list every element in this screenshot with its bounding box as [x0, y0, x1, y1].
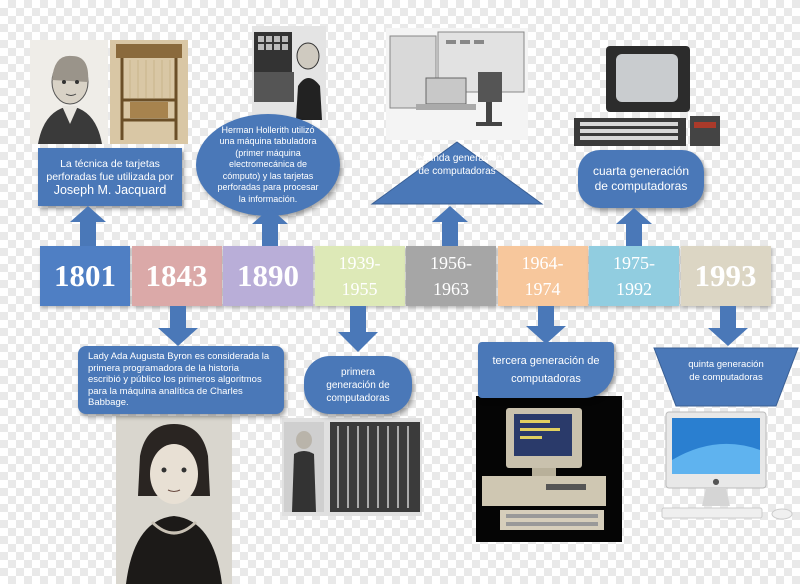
first-generation-image — [282, 418, 422, 516]
second-generation-triangle — [370, 141, 544, 205]
svg-text:●: ● — [713, 477, 720, 486]
timeline-year-6: 1964- 1974 — [497, 246, 588, 306]
third-generation-image — [476, 396, 622, 542]
arrow-up-1956 — [432, 206, 468, 246]
timeline-year-4: 1939- 1955 — [314, 246, 405, 306]
timeline-year-3: 1890 — [223, 246, 313, 306]
arrow-up-1975 — [616, 208, 652, 246]
first-generation-caption: primera generación de computadoras — [304, 356, 412, 414]
arrow-down-1843 — [158, 306, 198, 346]
timeline-year-2: 1843 — [131, 246, 222, 306]
third-generation-caption-text: tercera generación de computadoras — [492, 355, 600, 385]
jacquard-portrait-image — [30, 40, 108, 144]
arrow-down-1964 — [526, 306, 566, 344]
fifth-generation-image: ● — [660, 410, 800, 522]
second-generation-caption: segunda generación de computadoras — [411, 153, 503, 177]
jacquard-caption-text: La técnica de tarjetas perforadas fue ut… — [46, 157, 174, 183]
timeline-year-8: 1993 — [680, 246, 771, 306]
timeline-year-1: 1801 — [40, 246, 130, 306]
third-generation-caption: tercera generación de computadoras — [478, 342, 614, 398]
fifth-generation-caption: quinta generación de computadoras — [688, 359, 764, 383]
jacquard-caption-name: Joseph M. Jacquard — [53, 182, 167, 197]
arrow-down-1993 — [708, 306, 748, 346]
arrow-up-1890 — [252, 208, 288, 246]
ada-caption: Lady Ada Augusta Byron es considerada la… — [78, 346, 284, 414]
fourth-generation-image — [572, 44, 722, 152]
ada-caption-text: Lady Ada Augusta Byron es considerada la… — [88, 351, 270, 409]
ada-lovelace-image — [116, 416, 232, 584]
arrow-down-1939 — [338, 306, 378, 352]
hollerith-caption-text: Herman Hollerith utilizó una máquina tab… — [217, 124, 319, 204]
timeline-year-7: 1975- 1992 — [589, 246, 679, 306]
hollerith-image — [252, 26, 326, 120]
second-generation-image — [386, 28, 528, 140]
timeline-year-5: 1956- 1963 — [406, 246, 496, 306]
hollerith-caption: Herman Hollerith utilizó una máquina tab… — [196, 114, 340, 216]
first-generation-caption-text: primera generación de computadoras — [326, 366, 390, 404]
fourth-generation-caption-text: cuarta generación de computadoras — [592, 164, 690, 193]
jacquard-caption: La técnica de tarjetas perforadas fue ut… — [38, 148, 182, 206]
arrow-up-1801 — [70, 206, 106, 246]
jacquard-loom-image — [110, 40, 188, 144]
fifth-generation-trapezoid — [653, 347, 799, 407]
fourth-generation-caption: cuarta generación de computadoras — [578, 150, 704, 208]
